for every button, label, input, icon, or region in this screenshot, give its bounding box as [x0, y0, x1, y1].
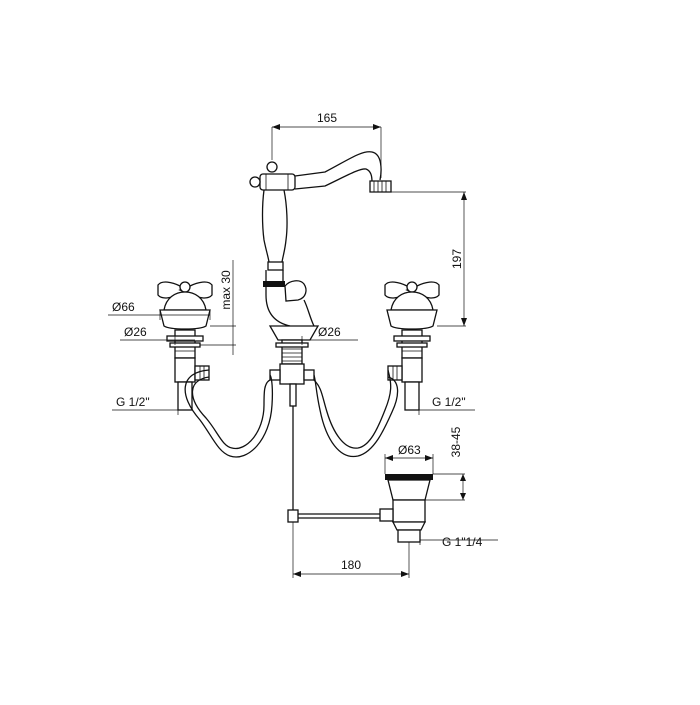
- flexible-hoses: [184, 369, 399, 458]
- max-deck-thickness-label: max 30: [219, 270, 233, 310]
- handle-base-diameter-label: Ø66: [112, 300, 135, 314]
- shank-diameter-left-label: Ø26: [124, 325, 147, 339]
- spout-reach-label: 165: [317, 111, 337, 125]
- waste-diameter-label: Ø63: [398, 443, 421, 457]
- connection-left-label: G 1/2": [116, 395, 150, 409]
- connection-right-label: G 1/2": [432, 395, 466, 409]
- waste-height-range-label: 38-45: [449, 426, 463, 457]
- popup-rod-distance-label: 180: [341, 558, 361, 572]
- shank-diameter-center-label: Ø26: [318, 325, 341, 339]
- center-spout-body: [249, 151, 392, 516]
- right-valve: [384, 281, 440, 411]
- waste-thread-label: G 1"1/4: [442, 535, 483, 549]
- dimension-lines: [108, 124, 498, 578]
- popup-waste: [287, 474, 433, 543]
- spout-height-label: 197: [450, 249, 464, 269]
